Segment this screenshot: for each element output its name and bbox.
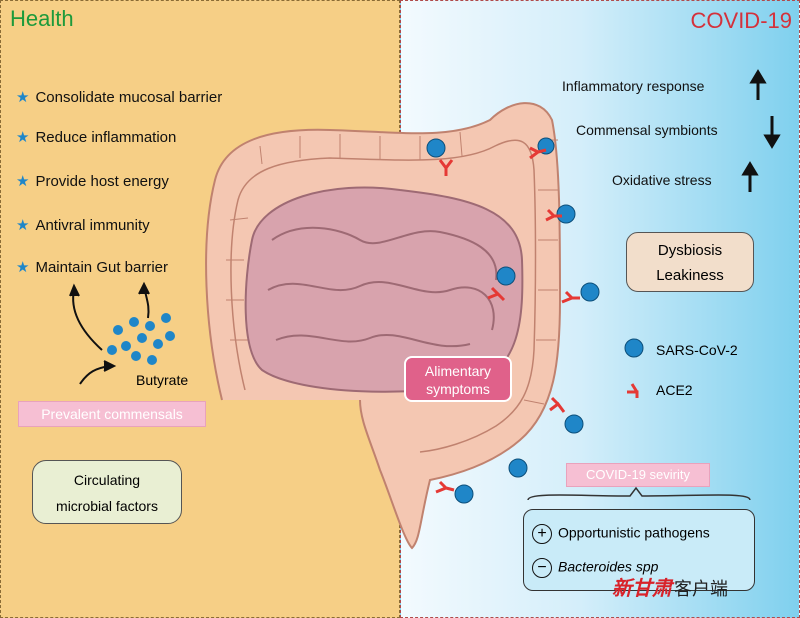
star-icon: ★ — [16, 259, 30, 276]
legend-receptor-label: ACE2 — [656, 382, 693, 398]
watermark: 新甘肃客户端 — [612, 572, 728, 601]
pathogen-row: +Opportunistic pathogens — [532, 524, 710, 544]
dysbiosis-box: Dysbiosis Leakiness — [626, 232, 754, 292]
butyrate-molecules-icon — [107, 313, 175, 365]
change-inflammatory: Inflammatory response — [562, 78, 705, 94]
sars-cov-2-virus-icon — [426, 137, 644, 504]
pathogen-box: +Opportunistic pathogens −Bacteroides sp… — [523, 509, 755, 591]
arrow-up-icon — [741, 161, 759, 176]
health-title: Health — [10, 6, 74, 31]
star-icon: ★ — [16, 217, 30, 234]
arrow-up-icon — [749, 69, 767, 84]
star-icon: ★ — [16, 89, 30, 106]
circulating-factors-box: Circulating microbial factors — [32, 460, 182, 524]
benefit-item: ★Consolidate mucosal barrier — [16, 89, 223, 106]
star-icon: ★ — [16, 173, 30, 190]
legend-virus-label: SARS-CoV-2 — [656, 342, 738, 358]
covid-severity-label: COVID-19 sevirity — [566, 463, 710, 487]
change-commensal: Commensal symbionts — [576, 122, 718, 138]
change-oxidative: Oxidative stress — [612, 172, 712, 188]
ace2-receptor-icon — [435, 146, 639, 494]
alimentary-symptoms-box: Alimentary symptoms — [404, 356, 512, 402]
covid-title: COVID-19 — [690, 8, 792, 33]
benefit-item: ★Provide host energy — [16, 173, 169, 190]
small-intestine-icon — [244, 186, 524, 393]
benefit-item: ★Reduce inflammation — [16, 129, 177, 146]
prevalent-commensals-label: Prevalent commensals — [18, 401, 206, 427]
butyrate-arrows-icon — [69, 281, 150, 385]
plus-circle-icon: + — [532, 524, 552, 544]
benefit-item: ★Antivral immunity — [16, 217, 150, 234]
star-icon: ★ — [16, 129, 30, 146]
watermark-logo: 新甘肃 — [612, 578, 672, 600]
watermark-text: 客户端 — [674, 579, 728, 599]
arrow-down-icon — [763, 134, 781, 149]
butyrate-label: Butyrate — [136, 372, 189, 388]
pathogen-row: −Bacteroides spp — [532, 558, 658, 578]
benefit-item: ★Maintain Gut barrier — [16, 259, 169, 276]
minus-circle-icon: − — [532, 558, 552, 578]
